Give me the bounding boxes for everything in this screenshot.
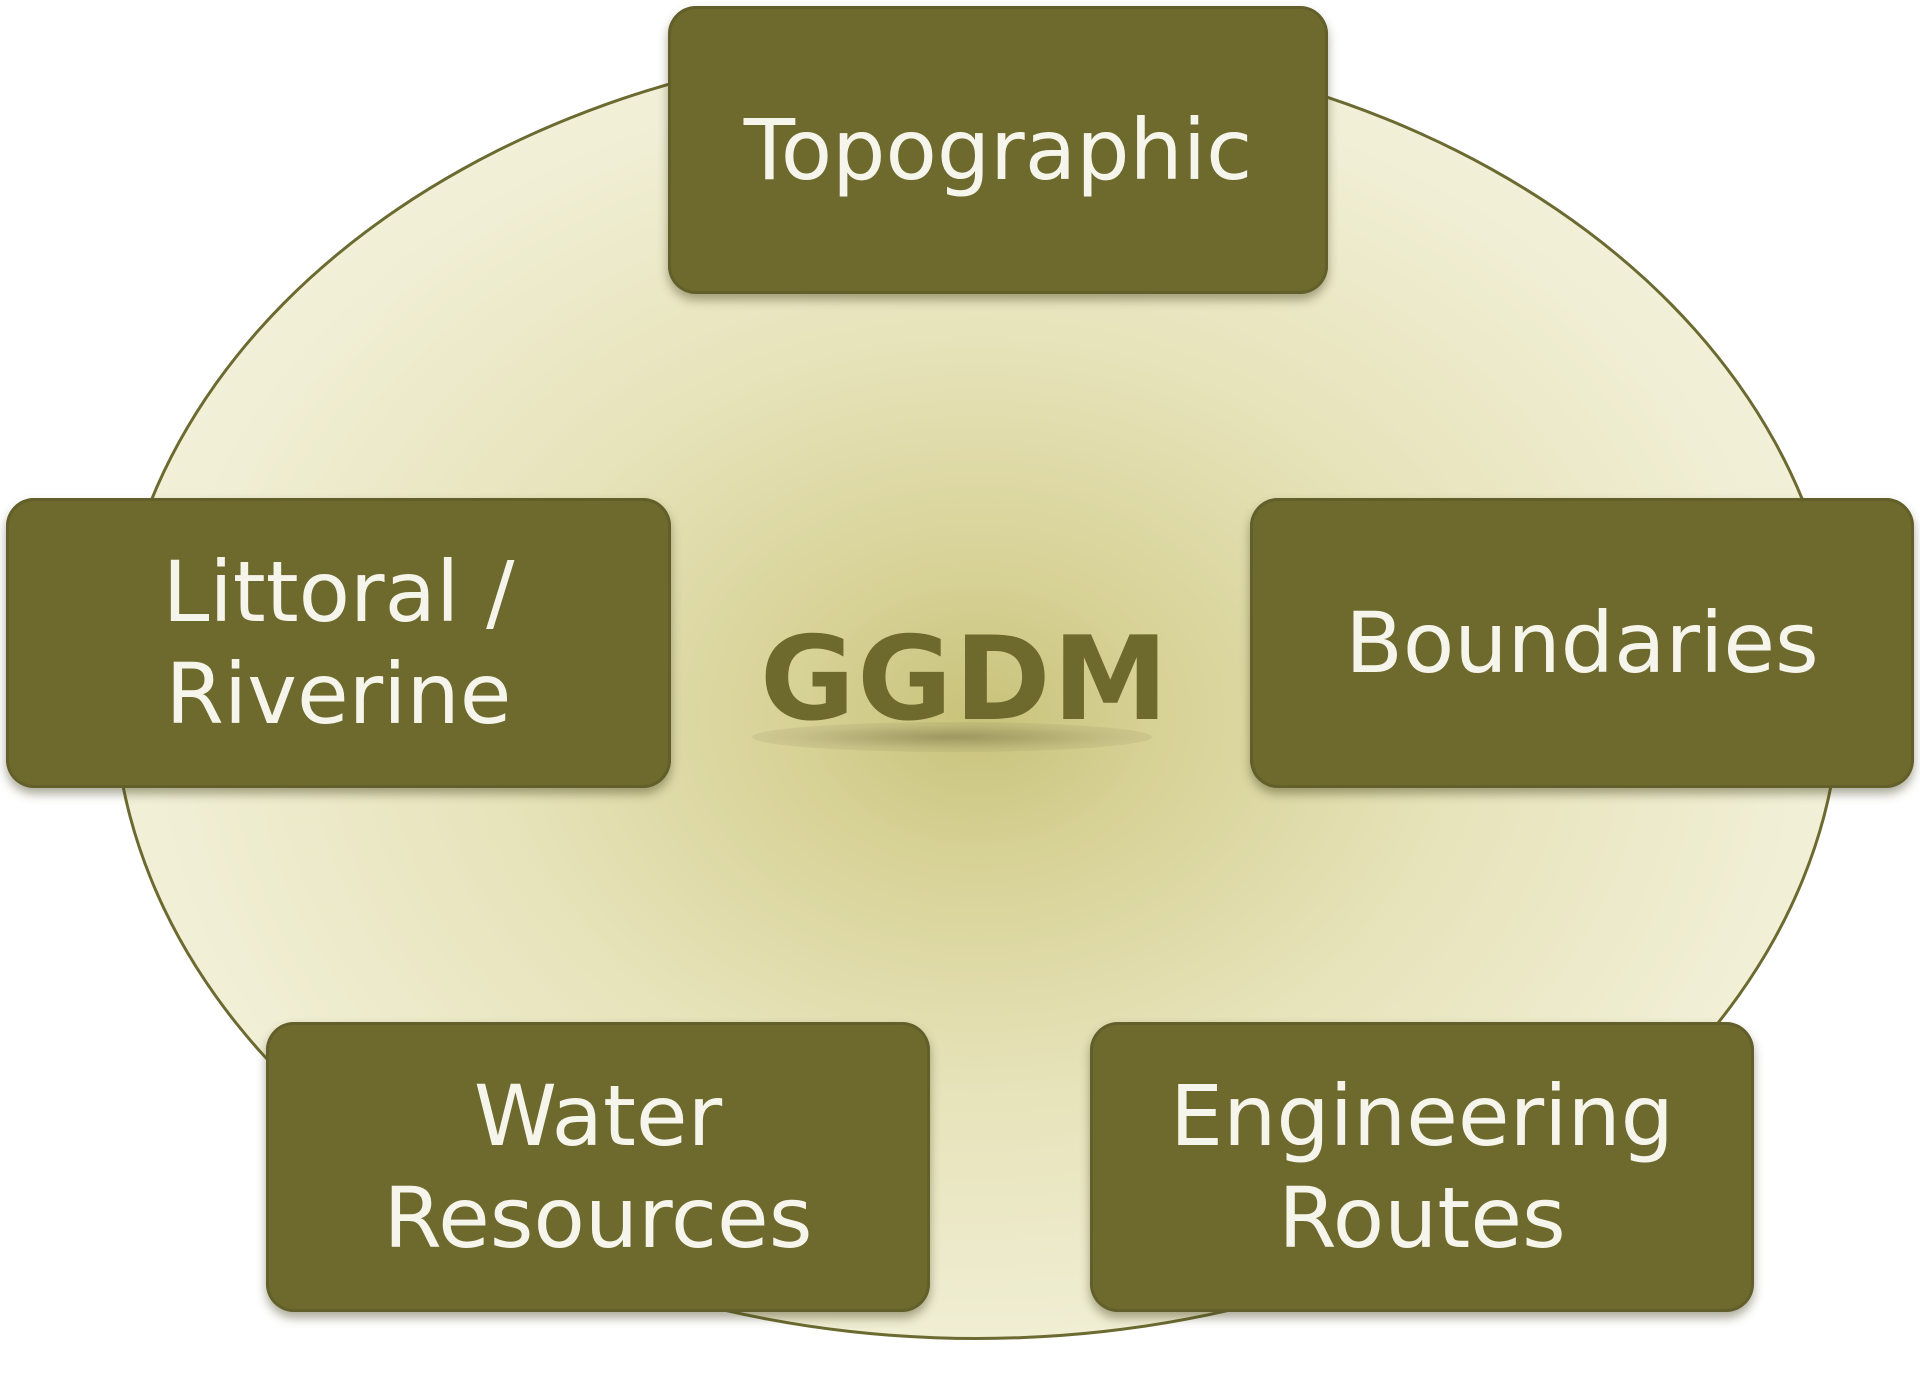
node-water-resources: Water Resources	[266, 1022, 930, 1312]
center-label-reflection	[752, 722, 1152, 752]
node-label: Engineering Routes	[1170, 1066, 1674, 1267]
node-topographic: Topographic	[668, 6, 1328, 294]
node-engineering-routes: Engineering Routes	[1090, 1022, 1754, 1312]
node-label: Boundaries	[1345, 593, 1819, 692]
node-label: Water Resources	[383, 1066, 813, 1267]
node-label: Topographic	[743, 100, 1253, 199]
node-boundaries: Boundaries	[1250, 498, 1914, 788]
node-littoral-riverine: Littoral / Riverine	[6, 498, 671, 788]
center-label: GGDM	[759, 612, 1171, 747]
node-label: Littoral / Riverine	[162, 542, 515, 743]
